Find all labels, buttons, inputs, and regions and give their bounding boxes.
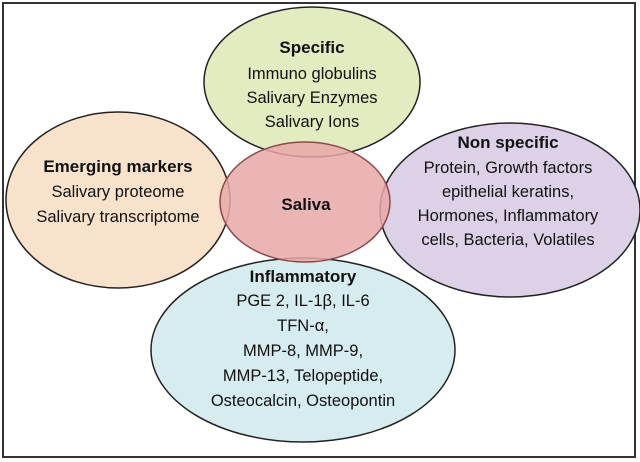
specific-line: Immuno globulins	[247, 65, 376, 83]
non-specific-line: Protein, Growth factors	[424, 159, 593, 177]
inflammatory-line: Osteocalcin, Osteopontin	[211, 392, 395, 410]
non-specific-line: cells, Bacteria, Volatiles	[421, 231, 594, 249]
non-specific-line: Hormones, Inflammatory	[418, 207, 599, 225]
specific-title: Specific	[279, 38, 344, 57]
inflammatory-title: Inflammatory	[250, 267, 357, 286]
inflammatory-line: TFN-α,	[277, 317, 329, 335]
specific-line: Salivary Ions	[265, 113, 359, 131]
emerging-line: Salivary proteome	[52, 183, 185, 201]
non-specific-line: epithelial keratins,	[442, 183, 574, 201]
emerging-title: Emerging markers	[43, 157, 192, 176]
saliva-center-ellipse	[219, 141, 391, 263]
inflammatory-line: MMP-13, Telopeptide,	[223, 367, 383, 385]
inflammatory-line: PGE 2, IL-1β, IL-6	[236, 292, 369, 310]
inflammatory-line: MMP-8, MMP-9,	[243, 342, 363, 360]
saliva-label: Saliva	[281, 195, 331, 214]
non-specific-title: Non specific	[457, 133, 558, 152]
specific-line: Salivary Enzymes	[246, 89, 377, 107]
emerging-line: Salivary transcriptome	[36, 208, 199, 226]
